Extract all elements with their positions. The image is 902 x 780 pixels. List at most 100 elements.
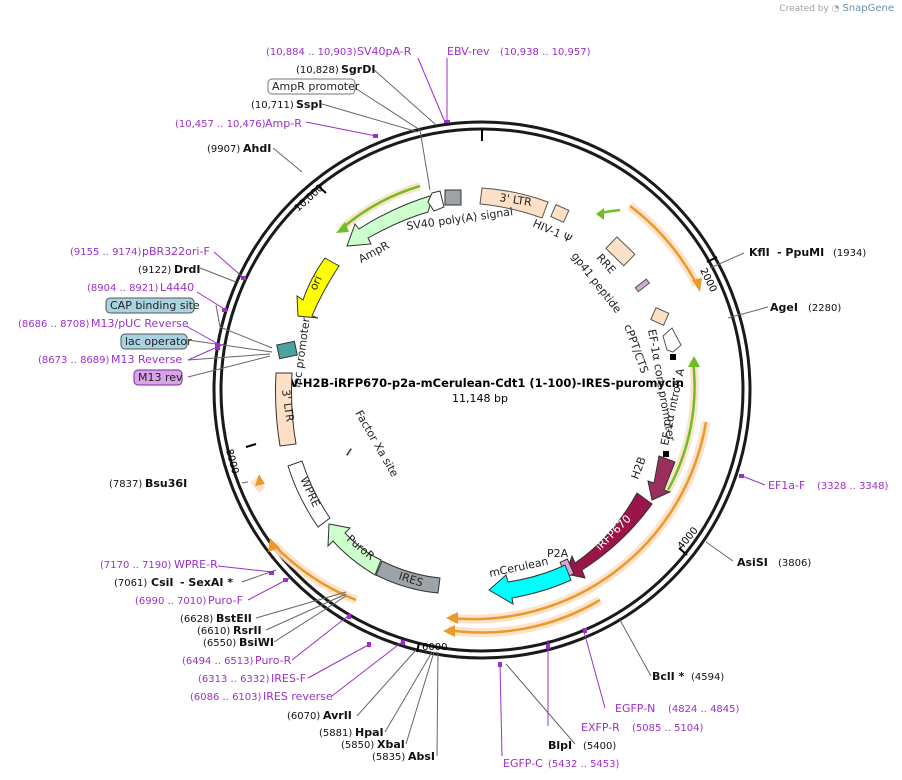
primer-ires-reverse: IRES reverse (263, 690, 333, 703)
primer-pbr322ori-f: pBR322ori-F (142, 245, 210, 258)
backbone-outer-circle (212, 120, 752, 660)
feature-hiv-psi: HIV-1 Ψ (531, 217, 575, 246)
enzyme-hpai-pos: (5881) (319, 728, 352, 739)
enzyme-asisi: AsiSI (737, 556, 768, 569)
enzyme-kfli: KflI (749, 246, 770, 259)
feature-ampr-promoter-arrow (427, 190, 445, 212)
feature-ef1a-core-arrow (662, 327, 682, 353)
ampr-promoter-label: AmpR promoter (267, 78, 360, 95)
enzyme-ahdi-pos: (9907) (207, 144, 240, 155)
feature-sv40-box (444, 189, 462, 206)
feature-rre-box (605, 236, 636, 267)
tick-2000 (706, 256, 718, 263)
primer-labels: (10,884 .. 10,903) SV40pA-R EBV-rev (10,… (18, 45, 889, 770)
primer-ticks (215, 120, 744, 667)
feature-puror-arrow (327, 523, 382, 576)
credit-brand: SnapGene (842, 3, 894, 14)
plasmid-name: pLV-H2B-iRFP670-p2a-mCerulean-Cdt1 (1-10… (276, 376, 684, 390)
primer-puro-f-pos: (6990 .. 7010) (135, 596, 207, 607)
feature-ltr3-box (275, 372, 297, 447)
primer-m13-reverse-pos: (8673 .. 8689) (38, 355, 110, 366)
enzyme-sspi: SspI (296, 98, 322, 111)
primer-puro-f: Puro-F (208, 594, 243, 607)
enzyme-sgrdi-pos: (10,828) (296, 65, 339, 76)
enzyme-xbai-pos: (5850) (341, 740, 374, 751)
primer-m13-puc-reverse-pos: (8686 .. 8708) (18, 319, 90, 330)
m13-rev-label: M13 rev (133, 369, 183, 386)
feature-factor-xa-mark (346, 448, 352, 456)
primer-sv40pa-r: SV40pA-R (357, 45, 412, 58)
primer-egfp-n-pos: (4824 .. 4845) (668, 704, 740, 715)
primer-ires-reverse-pos: (6086 .. 6103) (190, 692, 262, 703)
enzyme-bsu36i: Bsu36I (145, 477, 187, 490)
feature-ltr5: 3' LTR (479, 187, 549, 219)
enzyme-blpi-pos: (5400) (583, 741, 616, 752)
primer-pbr322ori-f-pos: (9155 .. 9174) (70, 247, 142, 258)
enzyme-bcli: BclI * (652, 670, 685, 683)
svg-text:M13 rev: M13 rev (138, 371, 183, 384)
feature-h2b: H2B (629, 455, 649, 481)
svg-text:CAP binding site: CAP binding site (110, 299, 200, 312)
feature-hiv-psi-box (550, 204, 570, 223)
feature-ires-box (375, 560, 441, 594)
feature-p2a: P2A (547, 547, 569, 560)
primer-wpre-r-pos: (7170 .. 7190) (100, 560, 172, 571)
enzyme-sgrdi: SgrDI (341, 63, 375, 76)
enzyme-drdi: DrdI (174, 263, 201, 276)
enzyme-kfli-pos: (1934) (833, 248, 866, 259)
credit-prefix: Created by (779, 4, 829, 14)
enzyme-bsteii: BstEII (216, 612, 252, 625)
orf-arcs (250, 182, 711, 638)
primer-wpre-r: WPRE-R (174, 558, 218, 571)
enzyme-bsteii-pos: (6628) (180, 614, 213, 625)
primer-exfp-r: EXFP-R (581, 721, 620, 734)
tick-4000 (678, 547, 688, 556)
enzyme-avrii-pos: (6070) (287, 711, 320, 722)
enzyme-drdi-pos: (9122) (138, 265, 171, 276)
feature-h2b-marker (663, 451, 669, 457)
tick-6000 (416, 642, 420, 653)
feature-gp41-box (634, 278, 651, 293)
feature-ori: ori (307, 274, 325, 292)
tick-label-6000: 6000 (422, 642, 447, 653)
feature-h2b-arrow (647, 455, 676, 501)
primer-ires-f-pos: (6313 .. 6332) (198, 674, 270, 685)
enzyme-labels: (10,828) SgrDI (10,711) SspI (9907) AhdI… (109, 63, 866, 763)
primer-egfp-c: EGFP-C (503, 757, 543, 770)
svg-text:lac operator: lac operator (125, 335, 192, 348)
leader-lines (187, 67, 769, 757)
feature-cppt-box (650, 307, 670, 326)
enzyme-ahdi: AhdI (243, 142, 271, 155)
primer-ebv-rev-pos: (10,938 .. 10,957) (500, 47, 591, 58)
enzyme-rsrii-pos: (6610) (197, 626, 230, 637)
enzyme-bsiwi-pos: (6550) (203, 638, 236, 649)
primer-lines (185, 57, 766, 757)
enzyme-bcli-pos: (4594) (691, 672, 724, 683)
tick-10000 (317, 185, 327, 194)
primer-sv40pa-r-pos: (10,884 .. 10,903) (266, 47, 357, 58)
feature-ltr3: 3' LTR (279, 389, 296, 423)
plasmid-size: 11,148 bp (452, 392, 508, 405)
feature-ori-arrow (296, 257, 340, 319)
enzyme-bsiwi: BsiWI (239, 636, 274, 649)
primer-ebv-rev: EBV-rev (447, 45, 490, 58)
enzyme-ppumi: - PpuMI (777, 246, 824, 259)
enzyme-asisi-pos: (3806) (778, 558, 811, 569)
primer-egfp-n: EGFP-N (615, 702, 655, 715)
feature-mcerulean-arrow (488, 564, 572, 605)
primer-exfp-r-pos: (5085 .. 5104) (632, 723, 704, 734)
enzyme-xbai: XbaI (377, 738, 405, 751)
enzyme-rsrii: RsrII (233, 624, 262, 637)
enzyme-bsu36i-pos: (7837) (109, 479, 142, 490)
feature-ampr-arrow (346, 194, 434, 247)
enzyme-sexai: - SexAI * (180, 576, 233, 589)
svg-text:3' LTR: 3' LTR (499, 191, 533, 209)
feature-wpre-box (287, 460, 331, 528)
enzyme-csii: CsiI (151, 576, 173, 589)
enzyme-agei: AgeI (770, 301, 798, 314)
primer-l4440-pos: (8904 .. 8921) (87, 283, 159, 294)
primer-amp-r: Amp-R (265, 117, 302, 130)
tick-8000 (245, 443, 257, 448)
tick-label-10000: 10,000 (293, 183, 326, 215)
